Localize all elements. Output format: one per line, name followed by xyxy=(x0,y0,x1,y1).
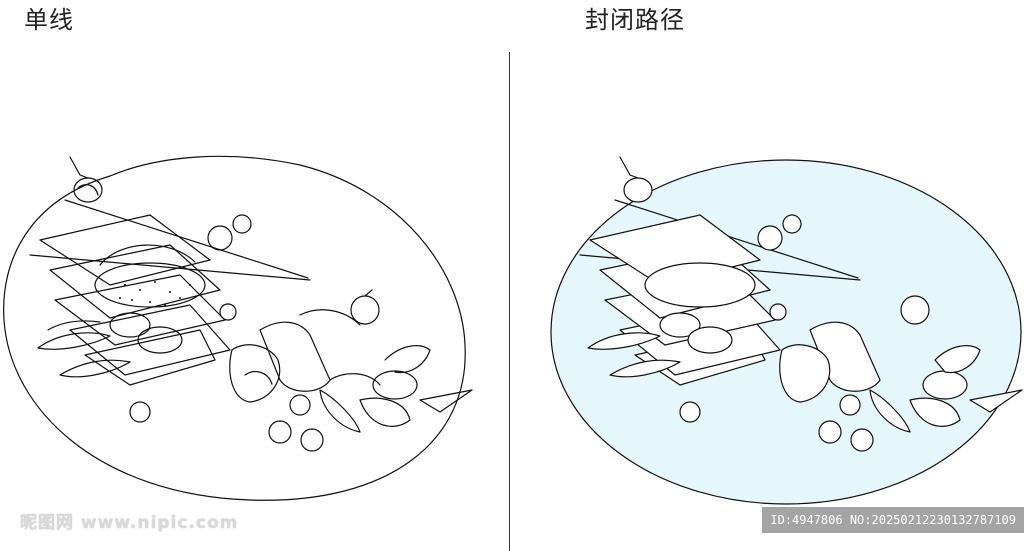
garnish-right xyxy=(623,177,653,203)
berry-1 xyxy=(207,225,233,251)
single-line-illustration xyxy=(3,155,473,501)
skewer xyxy=(64,199,309,279)
closed-path-illustration xyxy=(550,156,1023,505)
pastry-dots xyxy=(119,281,191,306)
pastry-stack xyxy=(39,214,231,386)
leaf-2 xyxy=(59,359,131,378)
skewer-right xyxy=(614,199,859,279)
fruit-cluster xyxy=(229,309,473,433)
leaf-3 xyxy=(319,389,361,433)
watermark-right: ID:4947806 NO:20250212230132787109 xyxy=(762,507,1024,533)
leaf-1 xyxy=(37,332,111,350)
berry-2 xyxy=(232,214,252,234)
watermark-left: 昵图网 www.nipic.com xyxy=(20,513,239,533)
berry-6 xyxy=(219,303,237,321)
plate-outline xyxy=(3,155,466,501)
pastry-stack-right xyxy=(589,214,781,386)
right-panel-title: 封闭路径 xyxy=(585,6,685,34)
center-divider xyxy=(509,52,510,551)
berry-3 xyxy=(129,401,151,423)
left-panel-title: 单线 xyxy=(24,6,74,34)
berry-4 xyxy=(268,420,292,444)
berry-5 xyxy=(300,428,324,452)
fruit-cluster-right xyxy=(779,321,1023,433)
cherry xyxy=(350,295,380,325)
garnish xyxy=(73,177,103,203)
